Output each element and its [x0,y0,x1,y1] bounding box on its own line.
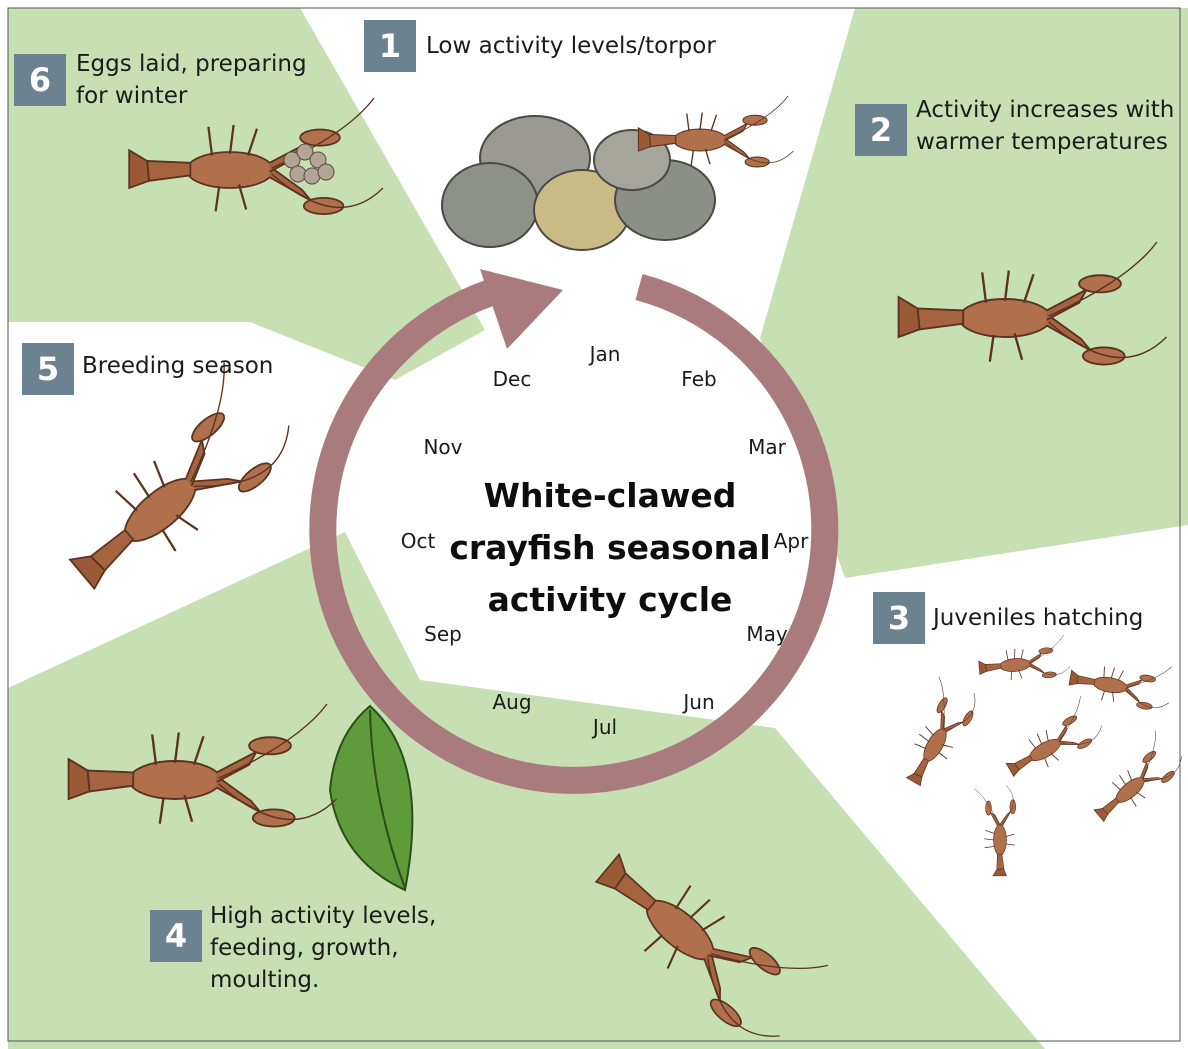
diagram-title: White-clawed crayfish seasonal activity … [430,470,790,626]
stage-2-label: Activity increases with warmer temperatu… [916,94,1176,158]
stage-4-label: High activity levels, feeding, growth, m… [210,900,510,996]
month-label-nov: Nov [408,435,478,459]
stage-1-number: 1 [364,20,416,72]
stage-3-label: Juveniles hatching [933,602,1143,634]
cycle-arrowhead [480,269,563,349]
stage-6-label: Eggs laid, preparing for winter [76,48,311,112]
month-label-jul: Jul [570,715,640,739]
stage-2-number: 2 [855,104,907,156]
month-label-feb: Feb [664,367,734,391]
stage-1-label: Low activity levels/torpor [426,30,716,62]
stage-4-number: 4 [150,910,202,962]
month-label-mar: Mar [732,435,802,459]
stage-3-number: 3 [873,592,925,644]
month-label-jun: Jun [664,690,734,714]
stage-5-number: 5 [22,343,74,395]
stage-5-label: Breeding season [82,350,273,382]
stage-3-juveniles-illustration [887,635,1188,876]
month-label-jan: Jan [570,342,640,366]
stage-6-number: 6 [14,54,66,106]
month-label-dec: Dec [477,367,547,391]
month-label-aug: Aug [477,690,547,714]
